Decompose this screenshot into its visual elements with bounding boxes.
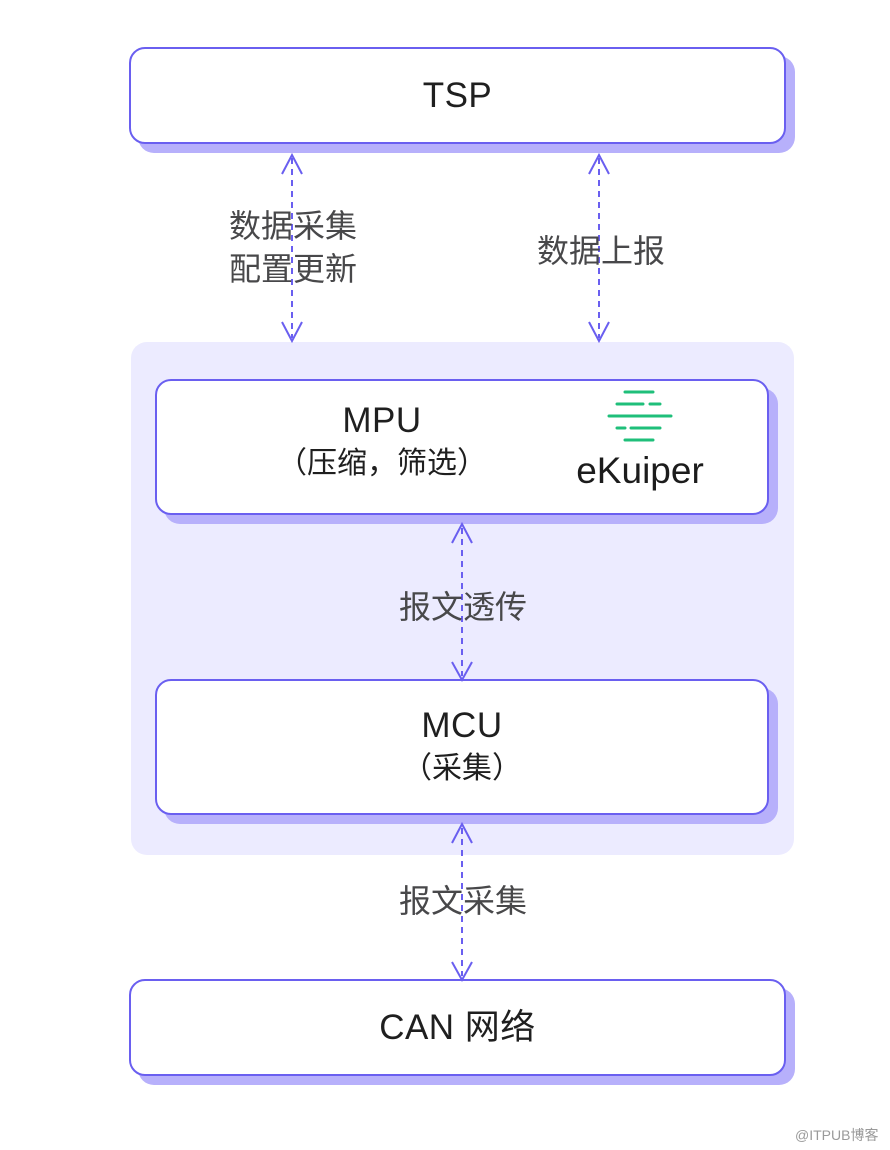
tsp-title: TSP [422,75,493,115]
mpu-subtitle: （压缩，筛选） [277,447,487,480]
edge-label-message-passthrough: 报文透传 [392,586,534,629]
edge-label-line: 数据采集 [228,208,357,244]
edge-label-data-upload: 数据上报 [530,230,672,273]
edge-label-line: 报文透传 [398,589,527,625]
edge-label-data-collect-config: 数据采集 配置更新 [222,205,364,291]
watermark: @ITPUB博客 [795,1127,879,1143]
edge-label-line: 数据上报 [536,233,665,269]
mpu-node: MPU （压缩，筛选） eKuiper [155,379,769,515]
ekuiper-logo-icon [607,390,673,442]
edge-label-message-collect: 报文采集 [392,880,534,923]
mpu-title: MPU [342,401,422,440]
mcu-title: MCU [421,706,503,745]
ekuiper-label: eKuiper [576,450,704,491]
edge-label-line: 报文采集 [398,883,527,919]
ekuiper-badge: eKuiper [565,387,715,491]
tsp-node: TSP [129,47,786,144]
can-title: CAN 网络 [379,1007,536,1047]
mcu-subtitle: （采集） [402,752,522,785]
mcu-node: MCU （采集） [155,679,769,815]
edge-label-line: 配置更新 [228,251,357,287]
mpu-text-block: MPU （压缩，筛选） [217,401,547,483]
can-network-node: CAN 网络 [129,979,786,1076]
